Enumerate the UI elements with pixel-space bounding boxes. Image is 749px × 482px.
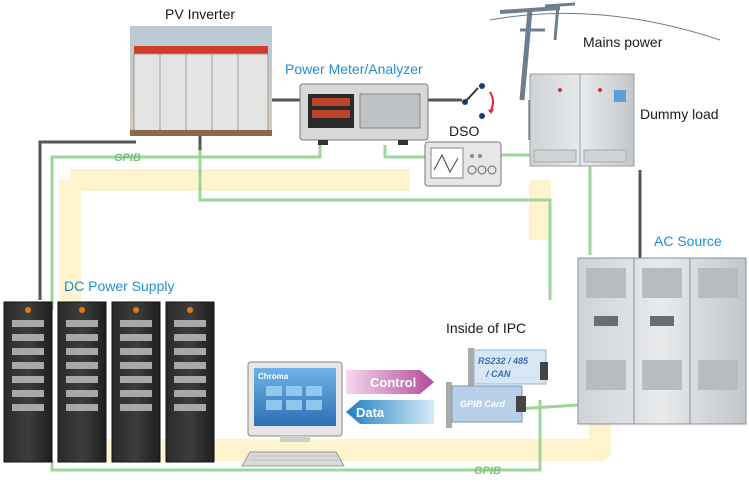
switch-icon: [462, 83, 494, 119]
pv-inverter-label: PV Inverter: [165, 6, 235, 22]
gpib-label-bottom: GPIB: [474, 465, 501, 477]
dummy-load-label: Dummy load: [640, 106, 719, 122]
inside-ipc-label: Inside of IPC: [446, 320, 526, 336]
dummy-load: [529, 73, 635, 167]
serial-card-line2: / CAN: [485, 369, 511, 379]
dso-label: DSO: [449, 123, 479, 139]
data-arrow-label: Data: [356, 405, 385, 420]
ipc-cards: [446, 348, 548, 428]
dc-power-supply-label: DC Power Supply: [64, 278, 175, 294]
data-arrow: [346, 400, 434, 424]
control-arrow-label: Control: [370, 375, 416, 390]
power-meter: [299, 83, 429, 145]
power-meter-label: Power Meter/Analyzer: [285, 61, 423, 77]
mains-power-label: Mains power: [583, 34, 663, 50]
gpib-card-label: GPIB Card: [460, 399, 506, 409]
dc-power-supply: [3, 301, 215, 463]
pv-inverter: [130, 26, 272, 136]
ac-source-label: AC Source: [654, 233, 722, 249]
computer-brand-text: Chroma: [258, 372, 289, 381]
control-arrow: [346, 370, 434, 394]
serial-card-line1: RS232 / 485: [478, 356, 529, 366]
computer: [241, 361, 345, 467]
utility-pole-icon: [489, 2, 721, 101]
gpib-label-top: GPIB: [114, 152, 141, 164]
ac-source: [577, 257, 747, 425]
dso: [424, 141, 502, 187]
